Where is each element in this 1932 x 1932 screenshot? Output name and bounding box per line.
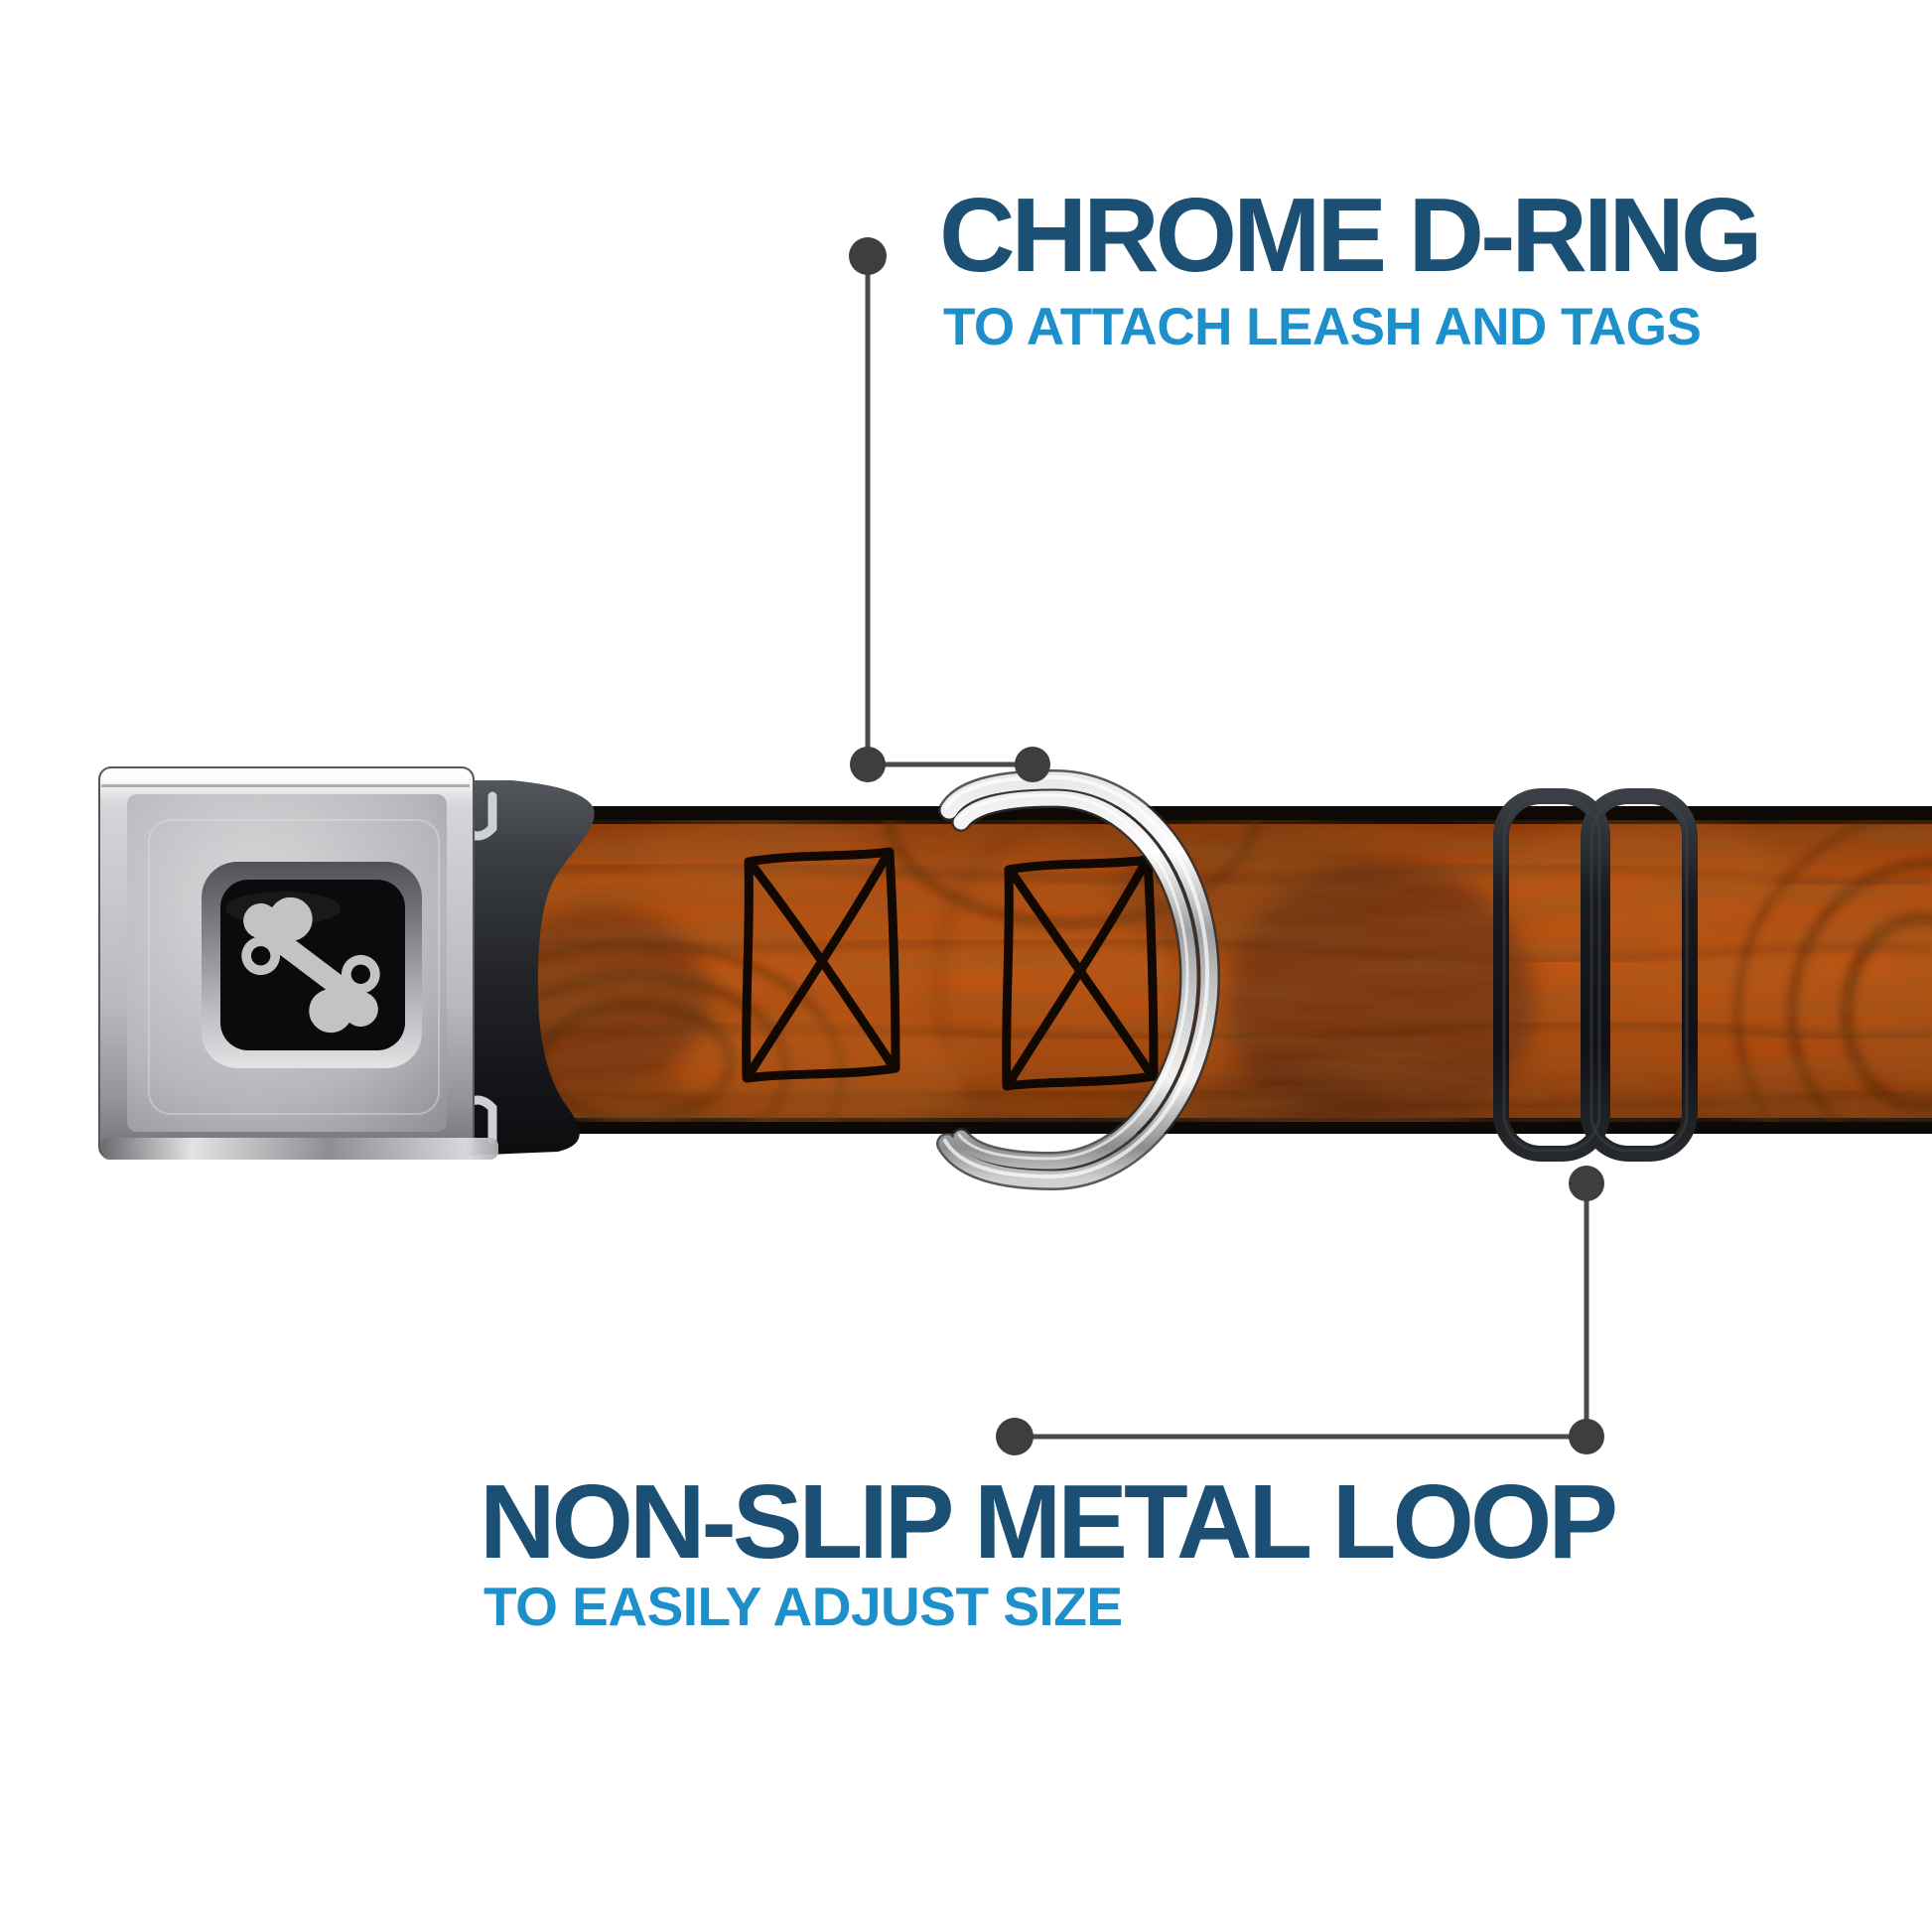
- buckle-bottom-lip: [101, 1138, 498, 1160]
- stitch-box-x: [742, 847, 900, 1083]
- callout-dot: [996, 1418, 1034, 1455]
- dog-bone-icon: [241, 897, 380, 1034]
- buckle-clasp: [465, 780, 595, 1156]
- bottom-callout-title: NON-SLIP METAL LOOP: [480, 1463, 1618, 1581]
- top-callout-title: CHROME D-RING: [939, 177, 1762, 294]
- callout-dot: [1015, 747, 1050, 782]
- seatbelt-buckle: [98, 766, 595, 1160]
- bottom-callout: [996, 1166, 1604, 1455]
- top-callout-subtitle: TO ATTACH LEASH AND TAGS: [943, 298, 1702, 356]
- top-callout: [849, 237, 1050, 782]
- non-slip-metal-loop: [1493, 788, 1698, 1162]
- callout-dot: [850, 747, 886, 782]
- bottom-callout-subtitle: TO EASILY ADJUST SIZE: [483, 1576, 1123, 1637]
- callout-dot: [849, 237, 887, 275]
- d-ring-outer-wire: [938, 771, 1218, 1188]
- stitch-box-x: [1002, 855, 1159, 1091]
- d-ring-inner-wire: [953, 790, 1197, 1170]
- callout-dot: [1569, 1166, 1604, 1201]
- callout-dot: [1569, 1419, 1604, 1454]
